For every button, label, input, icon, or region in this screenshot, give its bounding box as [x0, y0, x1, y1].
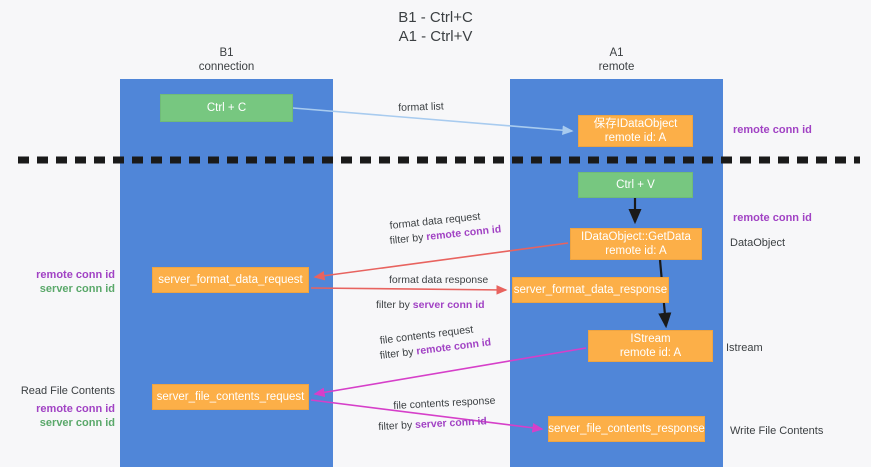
annotation-text: remote conn id [733, 212, 812, 224]
edge-label-format-data-response: format data response [389, 274, 489, 286]
annotation-conn-ids-bottom: remote conn id server conn id [8, 402, 115, 430]
lane-header-a1: A1 remote [598, 47, 635, 73]
annotation-dataobject: DataObject [730, 237, 786, 249]
node-istream[interactable]: IStream remote id: A [588, 330, 713, 362]
filter-key-server-conn-id: server conn id [414, 415, 488, 432]
annotation-server-conn-id: server conn id [39, 283, 115, 295]
node-ctrl-v[interactable]: Ctrl + V [578, 172, 693, 198]
page-title: B1 - Ctrl+C A1 - Ctrl+V [398, 9, 473, 45]
annotation-read-file-contents: Read File Contents [20, 385, 115, 397]
edge-label-file-contents-response-filter: filter by server conn id [378, 414, 487, 434]
annotation-conn-ids-top: remote conn id server conn id [8, 268, 115, 296]
node-server-format-data-request[interactable]: server_format_data_request [152, 267, 309, 293]
filter-key-server-conn-id: server conn id [412, 299, 485, 311]
node-server-file-contents-request[interactable]: server_file_contents_request [152, 384, 309, 410]
annotation-server-conn-id: server conn id [39, 417, 115, 429]
annotation-remote-conn-id: remote conn id [36, 403, 115, 415]
annotation-istream: Istream [726, 342, 763, 354]
node-save-idataobject[interactable]: 保存IDataObject remote id: A [578, 115, 693, 147]
annotation-write-file-contents: Write File Contents [730, 425, 824, 437]
annotation-remote-conn-id-mid: remote conn id [733, 211, 812, 225]
node-ctrl-c[interactable]: Ctrl + C [160, 94, 293, 122]
node-idataobject-getdata[interactable]: IDataObject::GetData remote id: A [570, 228, 702, 260]
node-server-file-contents-response[interactable]: server_file_contents_response [548, 416, 705, 442]
filter-prefix: filter by [379, 345, 418, 362]
filter-prefix: filter by [378, 419, 416, 433]
annotation-remote-conn-id-top: remote conn id [733, 123, 812, 137]
edge-label-format-data-response-filter: filter by server conn id [376, 298, 485, 312]
lane-header-b1: B1 connection [198, 47, 255, 73]
filter-prefix: filter by [376, 299, 413, 311]
edge-label-file-contents-response: file contents response [393, 394, 496, 412]
annotation-text: remote conn id [733, 124, 812, 136]
annotation-remote-conn-id: remote conn id [36, 269, 115, 281]
edge-label-format-list: format list [398, 100, 444, 114]
filter-prefix: filter by [389, 231, 427, 247]
node-server-format-data-response[interactable]: server_format_data_response [512, 277, 669, 303]
